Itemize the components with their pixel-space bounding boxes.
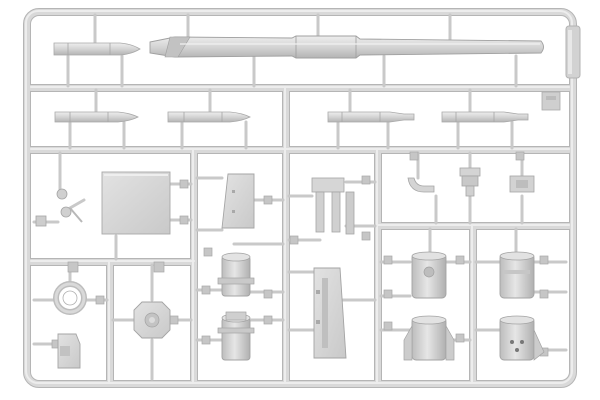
sprue-tab [565,25,581,79]
shell-part-row2-c [327,111,415,123]
turret-cylinder-d [499,315,545,361]
turret-cylinder-c [403,315,455,361]
turret-cylinder-a [411,251,447,299]
sprue-id-tag [541,91,561,111]
block-part [57,333,81,369]
turret-cylinder-b [499,251,535,299]
mount-part [509,175,535,193]
shell-part-row2-d [441,111,529,123]
sprue-frame [23,8,577,388]
small-link-parts [35,188,83,227]
gun-barrel-part [149,35,544,59]
octagon-plate-part [133,301,171,339]
ejector-bumps [51,151,549,357]
hinge-part [459,167,481,197]
armour-plate-part [221,173,255,229]
flat-panel-part [101,171,171,235]
cylinder-part-upper [217,252,255,297]
shell-part-row2-a [54,111,139,123]
cylinder-part-lower [217,311,255,361]
bracket-part [311,177,355,235]
ring-part [53,281,87,315]
hook-part [407,177,435,193]
shell-part-row2-b [167,111,251,123]
long-frame-part [313,267,347,359]
shell-part-top-left [53,42,141,56]
